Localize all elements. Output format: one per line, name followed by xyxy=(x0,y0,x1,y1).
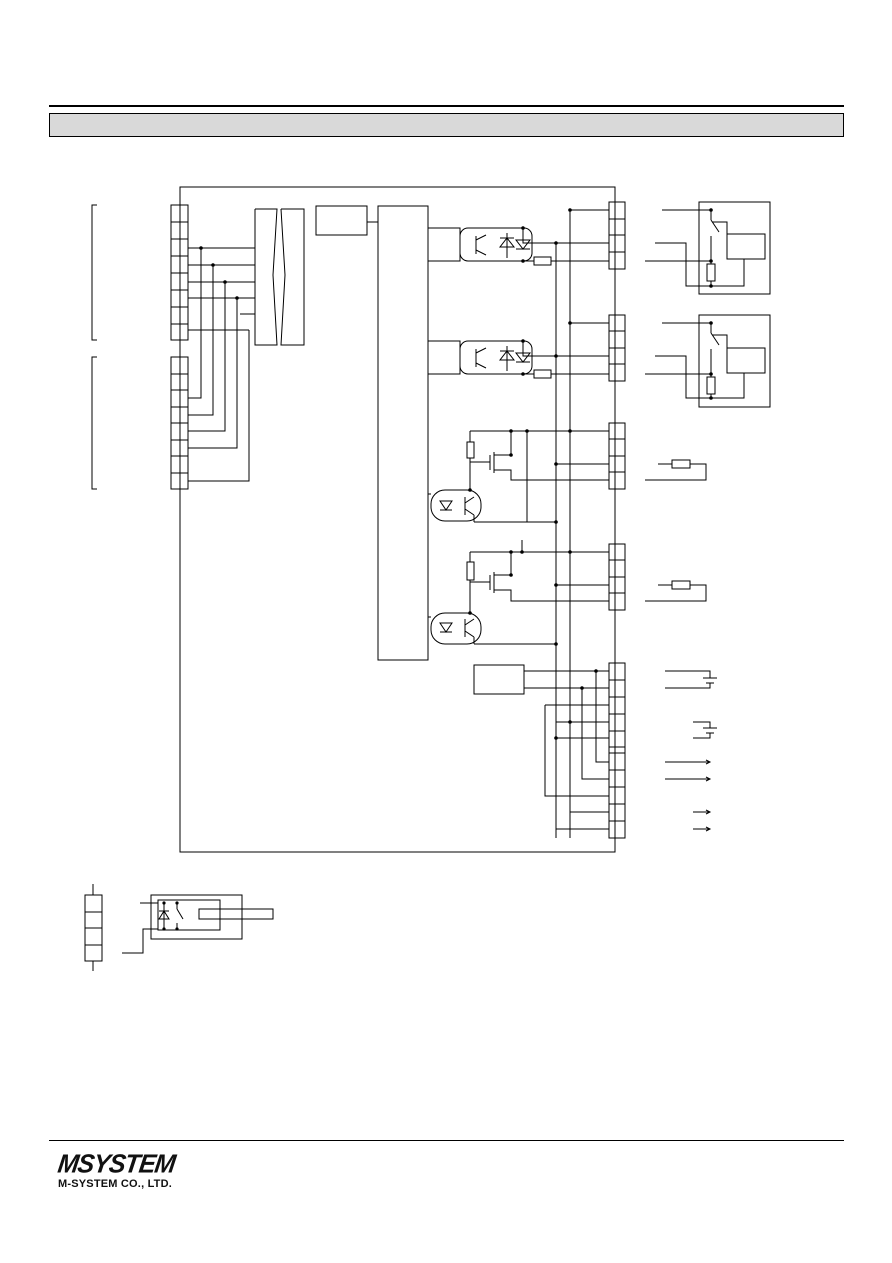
section-title-bar xyxy=(49,113,844,137)
terminal-block-right-3 xyxy=(608,422,626,490)
logo-mark: MSYSTEM xyxy=(55,1149,177,1179)
external-resistor-load-1 xyxy=(645,459,707,481)
left-bracket-upper xyxy=(91,204,97,341)
output-mosfet-2 xyxy=(428,540,609,645)
company-name: M-SYSTEM CO., LTD. xyxy=(58,1178,173,1190)
output-relay-2 xyxy=(428,322,609,379)
output-mosfet-1 xyxy=(428,430,609,523)
terminal-block-left-b xyxy=(170,356,189,490)
terminal-block-right-2 xyxy=(608,314,626,382)
power-block xyxy=(473,664,525,695)
left-junctions xyxy=(199,246,239,300)
interface-block xyxy=(315,205,368,236)
junction-dots xyxy=(468,208,598,740)
lower-bus-wiring xyxy=(544,671,609,830)
main-enclosure xyxy=(179,186,616,853)
external-load-1 xyxy=(645,201,771,295)
footer-rule xyxy=(49,1140,844,1141)
external-supply-1 xyxy=(665,670,717,689)
logic-block xyxy=(377,205,429,661)
left-wiring xyxy=(188,247,255,482)
company-logo: MSYSTEM M-SYSTEM CO., LTD. xyxy=(55,1149,177,1190)
terminal-block-right-4 xyxy=(608,543,626,611)
header-rule xyxy=(49,105,844,107)
input-detail-inset xyxy=(84,884,274,971)
signal-arrows xyxy=(665,759,712,832)
external-supply-2 xyxy=(693,721,717,739)
external-resistor-load-2 xyxy=(645,580,707,602)
terminal-block-left-a xyxy=(170,204,189,341)
terminal-block-right-5 xyxy=(608,662,626,839)
external-load-2 xyxy=(645,314,771,408)
connector-block xyxy=(254,208,305,346)
terminal-block-right-1 xyxy=(608,201,626,270)
left-bracket-lower xyxy=(91,356,97,490)
